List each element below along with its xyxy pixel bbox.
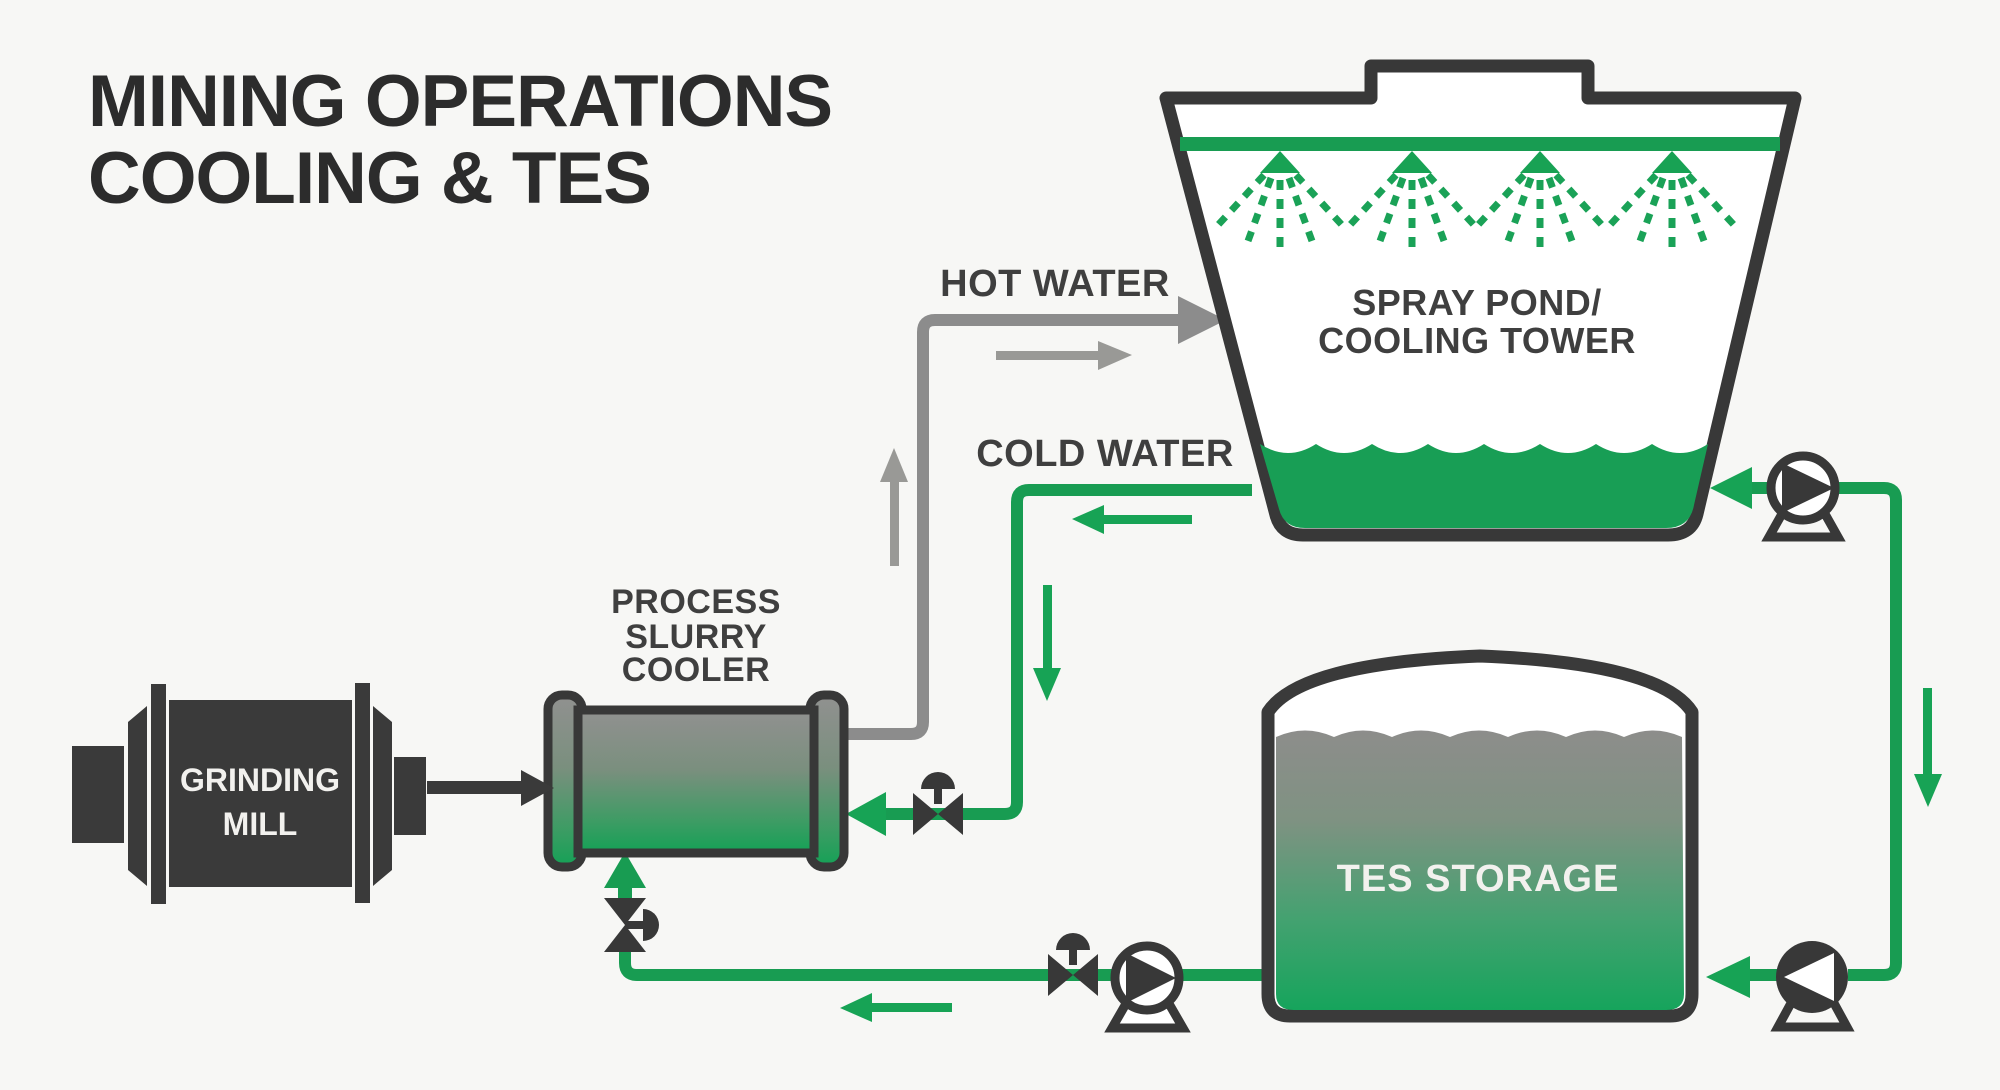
- grinding-mill: GRINDING MILL: [72, 683, 426, 904]
- tes-supply-pipe: [619, 952, 1262, 981]
- mill-to-cooler-arrow: [427, 770, 554, 806]
- cooler-label-line1: PROCESS: [611, 583, 781, 621]
- process-slurry-cooler: PROCESS SLURRY COOLER: [543, 583, 849, 872]
- hot-water-flow-arrow-right: [996, 341, 1132, 370]
- mill-left-shaft: [72, 746, 124, 843]
- cold-water-arrowhead: [846, 792, 886, 836]
- cooling-tower-outline: [1159, 59, 1802, 542]
- hot-water-pipe: [843, 296, 1226, 740]
- tes-pump-icon: [1770, 941, 1855, 1032]
- mill-left-ring: [151, 684, 166, 904]
- tes-storage-tank: TES STORAGE: [1261, 649, 1699, 1023]
- tower-label-line2: COOLING TOWER: [1318, 320, 1636, 361]
- tower-pump-icon: [1761, 451, 1846, 542]
- cold-water-label: COLD WATER: [976, 433, 1234, 475]
- hot-water-flow-arrow-up: [880, 448, 908, 566]
- mill-left-flange: [128, 706, 147, 886]
- tower-label-line1: SPRAY POND/: [1352, 282, 1602, 323]
- page-title-line2: COOLING & TES: [88, 138, 651, 219]
- cooler-label-line2: SLURRY: [625, 618, 767, 656]
- mill-right-shaft: [394, 757, 426, 835]
- mill-right-flange: [373, 706, 392, 886]
- mill-right-ring: [355, 683, 370, 903]
- hot-water-label: HOT WATER: [940, 263, 1170, 305]
- cold-water-pipe: [846, 484, 1252, 836]
- right-loop-flow-arrow-down: [1914, 688, 1942, 807]
- cooler-bottom-valve-icon: [604, 898, 659, 952]
- tes-supply-flow-arrow-left: [840, 993, 952, 1022]
- cooler-label-line3: COOLER: [622, 651, 770, 689]
- cold-water-flow-arrow-left: [1072, 505, 1192, 534]
- tower-basin-water: [1260, 444, 1708, 528]
- mill-body: [169, 700, 352, 887]
- cooler-inlet-arrow-up: [604, 852, 646, 900]
- cooling-tower: SPRAY POND/ COOLING TOWER: [1159, 59, 1802, 542]
- tes-line-pump-icon: [1104, 941, 1191, 1033]
- tes-tank-water: [1276, 730, 1684, 1010]
- tower-inlet-arrowhead: [1710, 467, 1752, 509]
- hot-water-arrowhead: [1178, 296, 1226, 344]
- cooler-body: [573, 705, 819, 858]
- tes-inlet-arrowhead: [1706, 956, 1750, 998]
- cold-water-flow-arrow-down: [1033, 585, 1061, 701]
- mill-label-line1: GRINDING: [180, 762, 340, 798]
- tower-return-pipe: [1706, 467, 1902, 998]
- mill-label-line2: MILL: [223, 806, 298, 842]
- tes-tank-label: TES STORAGE: [1337, 858, 1620, 900]
- spray-header-bar: [1180, 137, 1780, 151]
- page-title-line1: MINING OPERATIONS: [88, 61, 832, 142]
